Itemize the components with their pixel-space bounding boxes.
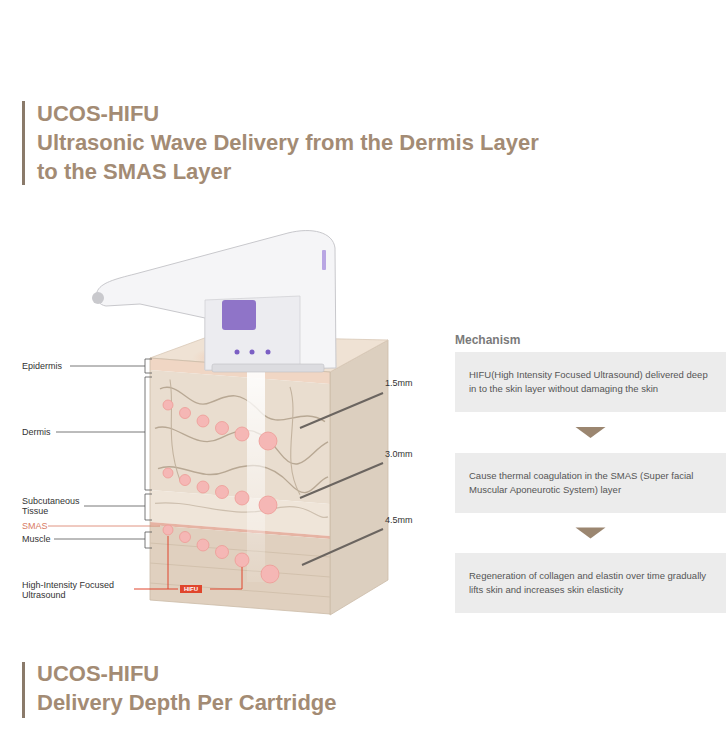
title-bar [22,662,25,718]
layer-leader [54,359,152,548]
layer-label: Epidermis [22,361,62,371]
ultrasound-beam [247,372,265,582]
flow-arrow [576,528,606,539]
layer-label: Muscle [22,534,51,544]
block-side [330,340,388,615]
hifu-tag: HIFU [180,585,202,593]
hifu-leader [134,536,242,589]
skin-layers [150,358,330,614]
depth-label: 1.5mm [385,378,413,388]
depth-label: 4.5mm [385,515,413,525]
flow-arrow [576,427,606,438]
section-heading: Mechanism [455,333,520,347]
depth-label: 3.0mm [385,449,413,459]
box-text: Cause thermal coagulation in the SMAS (S… [469,469,712,497]
title: UCOS-HIFU [37,661,159,687]
depth-leader [300,393,383,565]
mechanism-box: HIFU(High Intensity Focused Ultrasound) … [455,352,726,412]
smas-leader [48,526,160,527]
title-bar [22,101,25,185]
layer-label: Subcutaneous Tissue [22,496,94,516]
ultrasound-label: High-Intensity Focused Ultrasound [22,580,132,600]
box-text: HIFU(High Intensity Focused Ultrasound) … [469,368,712,396]
box-text: Regeneration of collagen and elastin ove… [469,569,712,597]
box-text: Regeneration of collagen and elastin ove… [469,569,712,597]
layer-label: SMAS [22,521,48,531]
box-text: Cause thermal coagulation in the SMAS (S… [469,469,712,497]
mechanism-box: Regeneration of collagen and elastin ove… [455,553,726,613]
subtitle: Ultrasonic Wave Delivery from the Dermis… [37,128,542,186]
mechanism-box: Cause thermal coagulation in the SMAS (S… [455,453,726,513]
title: UCOS-HIFU [37,100,159,128]
subtitle: Delivery Depth Per Cartridge [37,690,337,716]
layer-label: Dermis [22,427,51,437]
hifu-device [92,231,336,372]
focal-points [163,400,279,583]
box-text: HIFU(High Intensity Focused Ultrasound) … [469,368,712,396]
